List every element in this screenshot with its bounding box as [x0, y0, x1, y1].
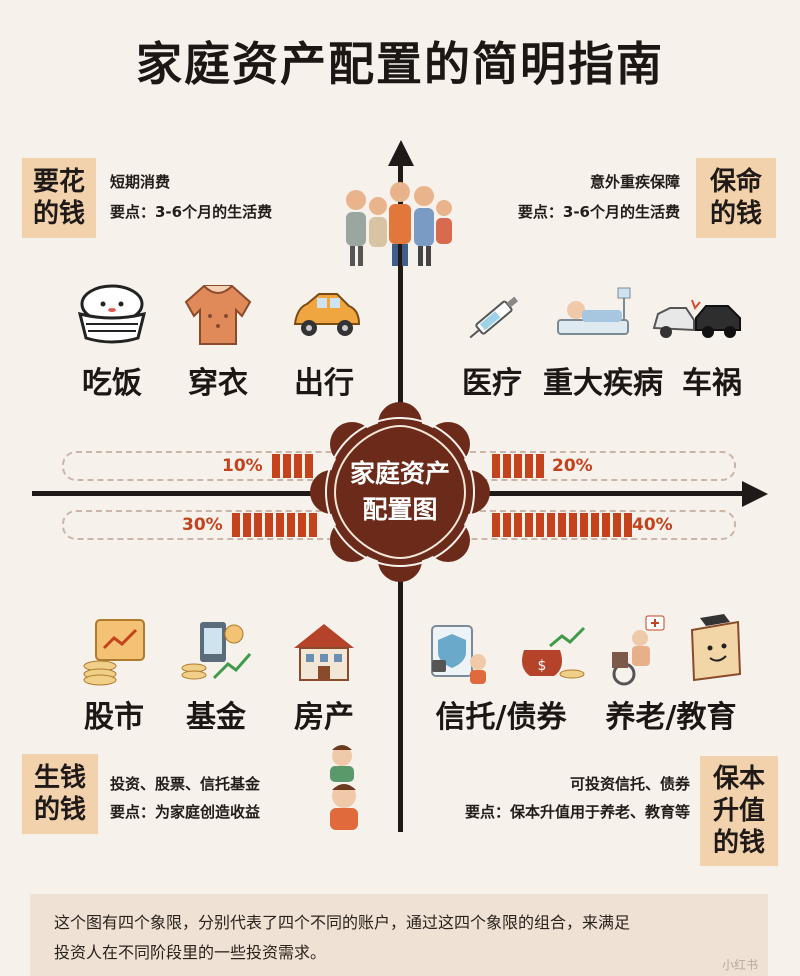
- bar-stripe: [294, 454, 302, 478]
- footer-note: 这个图有四个象限，分别代表了四个不同的账户，通过这四个象限的组合，来满足 投资人…: [30, 894, 768, 976]
- bar-stripe: [309, 513, 317, 537]
- bar-stripe: [503, 454, 511, 478]
- hospital-bed-icon: [552, 282, 636, 348]
- tag-money-making: 生钱 的钱: [22, 754, 98, 834]
- label-stock-market: 股市: [84, 700, 144, 735]
- label-car-accident: 车祸: [682, 366, 742, 401]
- arrow-right-icon: [742, 481, 768, 507]
- center-title-line2: 配置图: [362, 495, 438, 524]
- tag-preserve-appreciate-money: 保本 升值 的钱: [700, 756, 778, 866]
- sweater-icon: [178, 276, 258, 352]
- bottom-right-info-1: 可投资信托、债券: [569, 775, 690, 793]
- bar-stripe: [287, 513, 295, 537]
- bottom-left-info-2: 要点：为家庭创造收益: [110, 803, 261, 821]
- bottom-left-info-1: 投资、股票、信托基金: [110, 775, 261, 793]
- stock-chart-icon: [78, 616, 150, 686]
- house-icon: [290, 618, 358, 686]
- family-icon: [336, 178, 462, 270]
- label-fund: 基金: [186, 700, 246, 735]
- bar-stripe: [536, 454, 544, 478]
- bar-stripe: [243, 513, 251, 537]
- bar-stripe: [232, 513, 240, 537]
- bar-stripe: [503, 513, 511, 537]
- bar-stripe: [569, 513, 577, 537]
- bar-fill-protection: [492, 454, 544, 478]
- top-right-info-2: 要点：3-6个月的生活费: [517, 203, 680, 221]
- scalloped-badge-icon: [310, 402, 490, 582]
- bar-stripe: [265, 513, 273, 537]
- money-growth-icon: $: [510, 624, 588, 684]
- bar-stripe: [492, 454, 500, 478]
- percent-preservation: 40%: [632, 515, 673, 535]
- label-travel: 出行: [294, 366, 354, 401]
- percent-growth: 30%: [182, 515, 223, 535]
- rice-bowl-icon: [70, 280, 154, 350]
- bar-stripe: [514, 454, 522, 478]
- bar-stripe: [624, 513, 632, 537]
- label-trust-bonds: 信托/债券: [435, 700, 567, 735]
- bar-stripe: [492, 513, 500, 537]
- bond-security-icon: [426, 616, 492, 686]
- bar-stripe: [580, 513, 588, 537]
- label-real-estate: 房产: [294, 700, 354, 735]
- tag-life-protection-money: 保命 的钱: [696, 158, 776, 238]
- footer-line-1: 这个图有四个象限，分别代表了四个不同的账户，通过这四个象限的组合，来满足: [54, 913, 631, 932]
- bar-stripe: [283, 454, 291, 478]
- car-crash-icon: [652, 290, 744, 346]
- bar-stripe: [525, 454, 533, 478]
- arrow-up-icon: [388, 140, 414, 166]
- label-critical-illness: 重大疾病: [543, 366, 663, 401]
- bar-stripe: [254, 513, 262, 537]
- bar-fill-spending: [272, 454, 313, 478]
- bar-stripe: [514, 513, 522, 537]
- top-left-info-2: 要点：3-6个月的生活费: [110, 203, 273, 221]
- fund-coins-icon: [180, 618, 254, 686]
- tag-spending-money: 要花 的钱: [22, 158, 96, 238]
- bottom-right-info-2: 要点：保本升值用于养老、教育等: [464, 803, 690, 821]
- svg-text:$: $: [538, 658, 547, 674]
- syringe-icon: [462, 282, 532, 348]
- bar-stripe: [305, 454, 313, 478]
- label-eating: 吃饭: [82, 366, 142, 401]
- center-title-line1: 家庭资产: [349, 459, 450, 488]
- percent-spending: 10%: [222, 456, 263, 476]
- bar-stripe: [547, 513, 555, 537]
- label-pension-education: 养老/教育: [605, 700, 737, 735]
- top-right-info-1: 意外重疾保障: [589, 173, 680, 191]
- bar-stripe: [298, 513, 306, 537]
- center-badge: 家庭资产 配置图: [305, 402, 495, 582]
- education-book-icon: [684, 614, 746, 686]
- bar-stripe: [591, 513, 599, 537]
- top-left-info-1: 短期消费: [110, 173, 171, 191]
- elderly-care-icon: [606, 612, 668, 686]
- bar-stripe: [536, 513, 544, 537]
- bar-stripe: [525, 513, 533, 537]
- watermark-text: 小红书: [722, 958, 759, 972]
- page-title: 家庭资产配置的简明指南: [136, 37, 664, 91]
- bar-stripe: [602, 513, 610, 537]
- bar-fill-preservation: [492, 513, 632, 537]
- car-icon: [286, 284, 364, 346]
- percent-protection: 20%: [552, 456, 593, 476]
- bar-stripe: [558, 513, 566, 537]
- bar-fill-growth: [232, 513, 317, 537]
- bar-stripe: [272, 454, 280, 478]
- bar-stripe: [276, 513, 284, 537]
- label-clothing: 穿衣: [188, 366, 248, 401]
- footer-line-2: 投资人在不同阶段里的一些投资需求。: [54, 943, 327, 962]
- parent-child-icon: [302, 740, 378, 832]
- label-medical: 医疗: [462, 366, 522, 401]
- bar-stripe: [613, 513, 621, 537]
